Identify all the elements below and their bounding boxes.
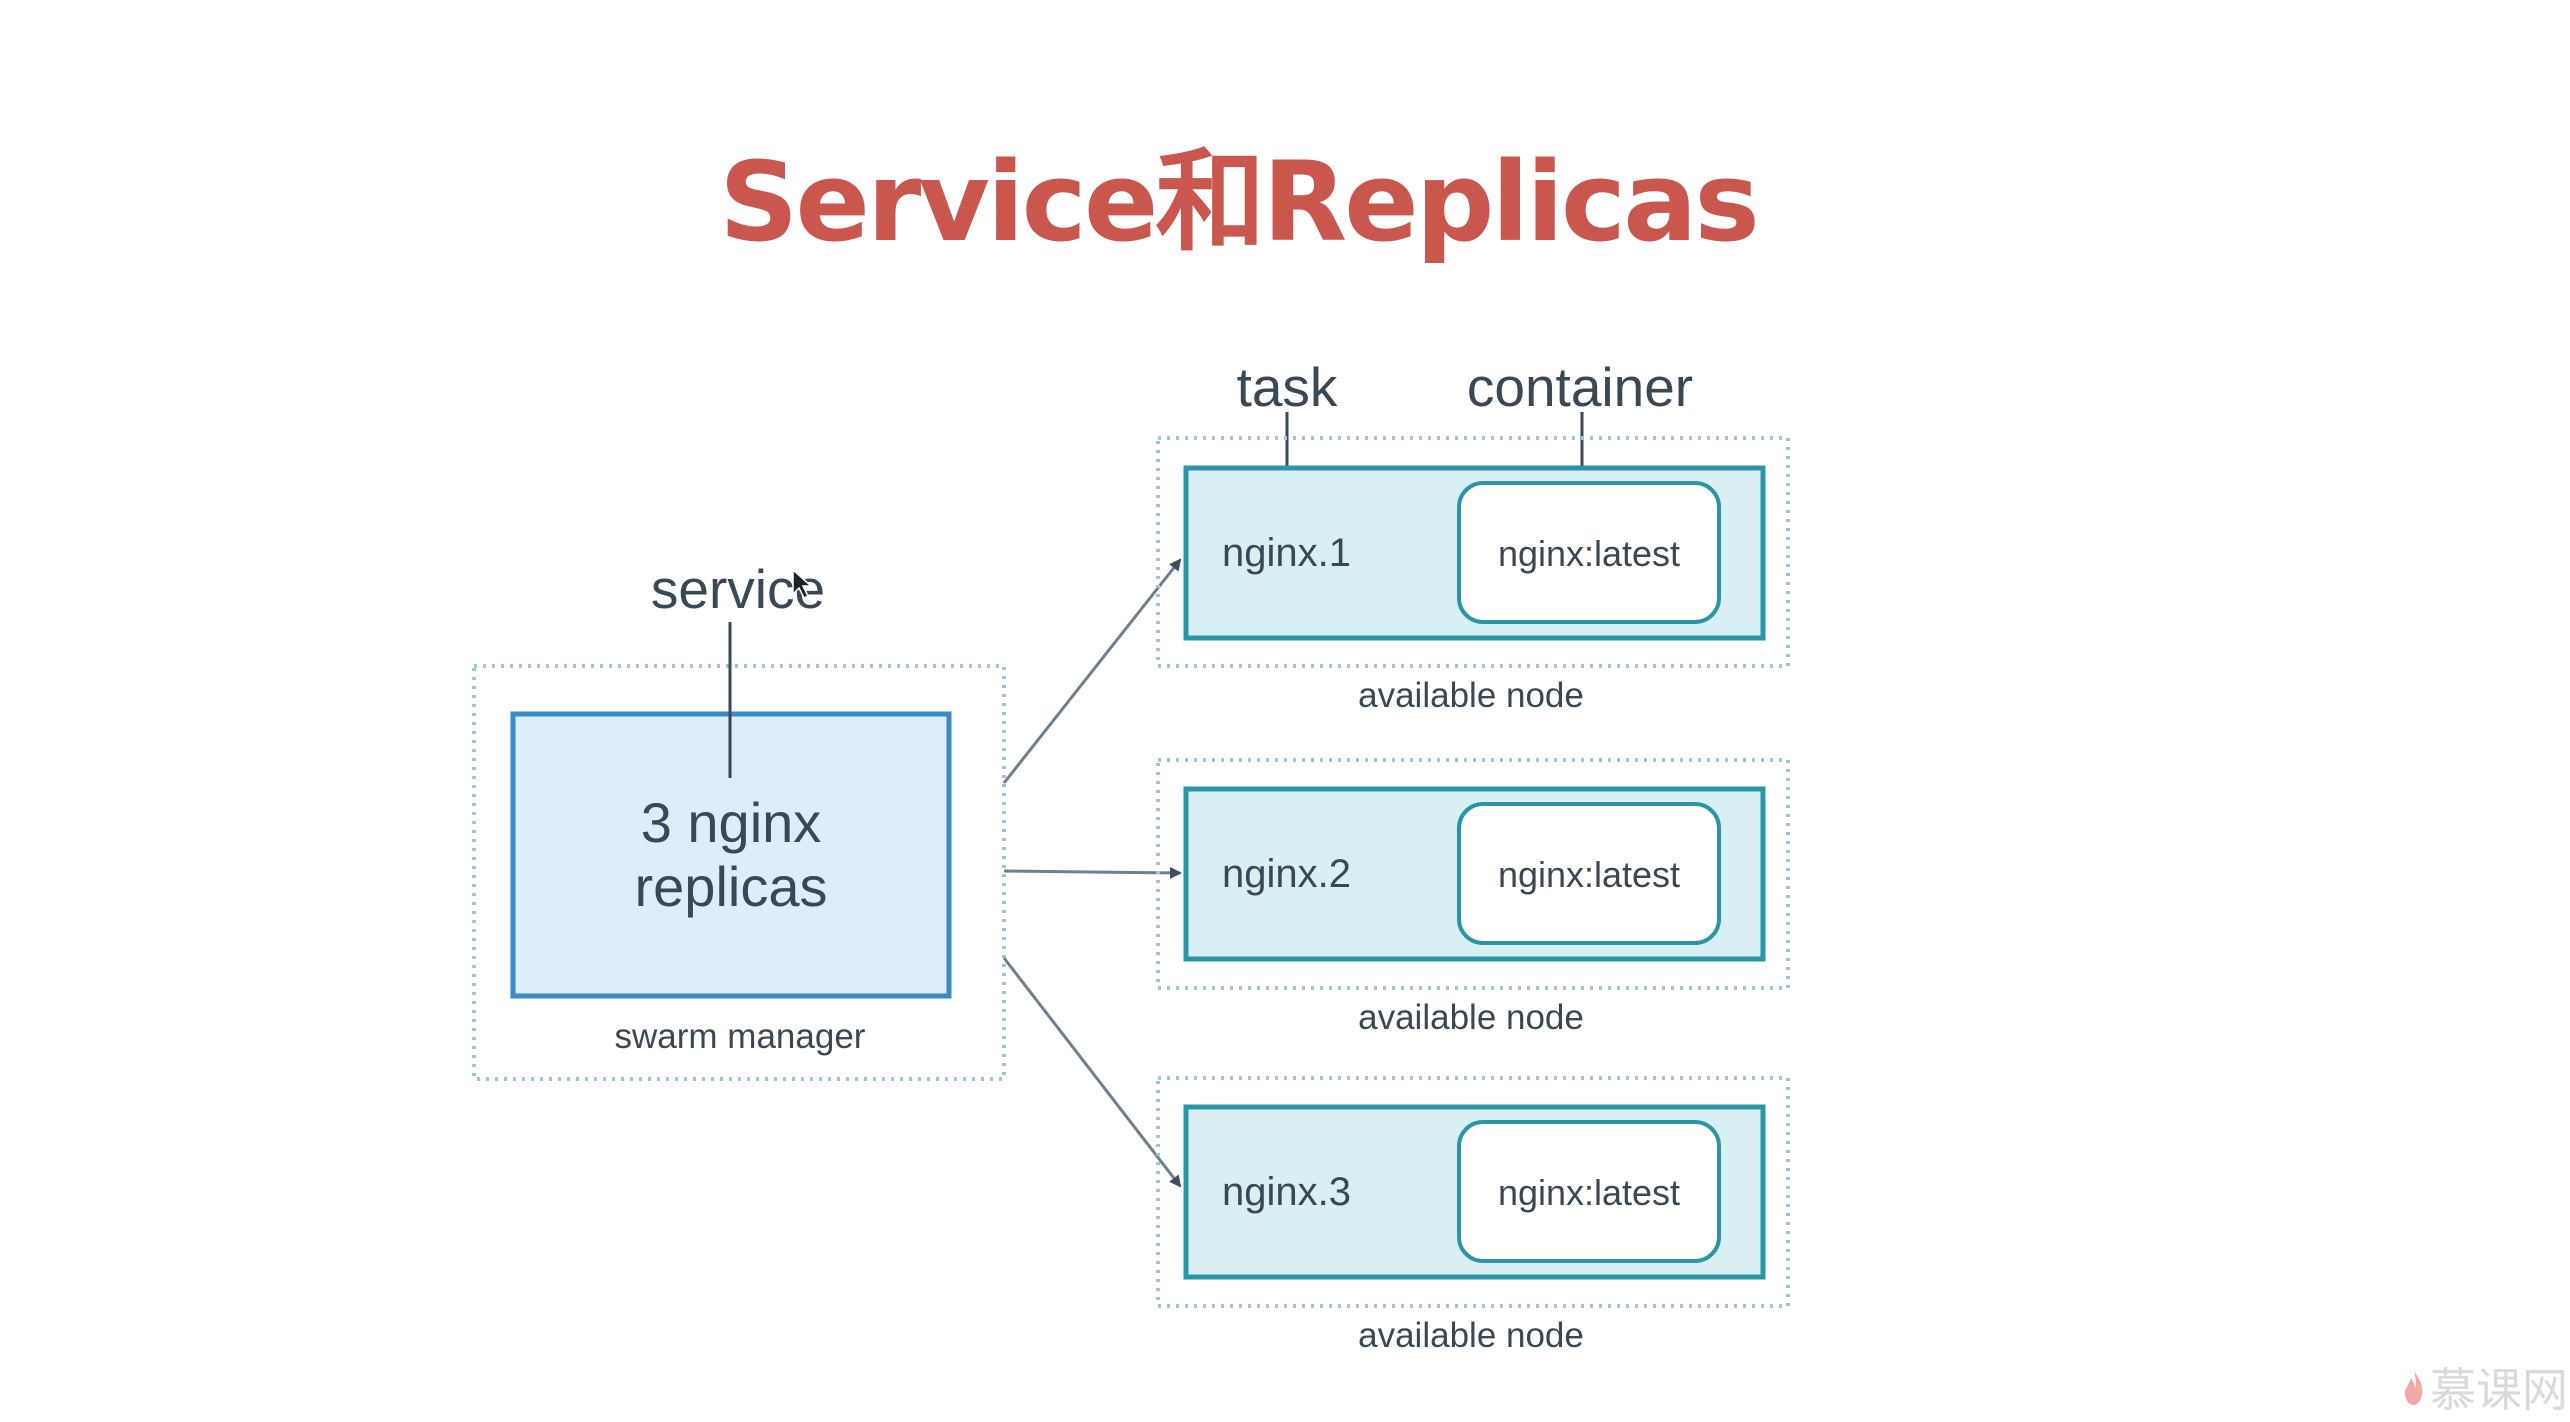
watermark-logo: 慕课网 [2402,1354,2568,1420]
container-box [1457,802,1721,945]
swarm-manager-dotted-border [472,664,1006,1081]
container-image: nginx:latest [1498,533,1680,574]
node-caption: available node [1358,1316,1584,1355]
available-node-1: nginx.1 nginx:latest available node [1156,436,1790,715]
flame-icon [2405,1369,2423,1405]
node-dotted-border [1156,1076,1790,1308]
task-name: nginx.3 [1222,1170,1351,1214]
arrow-to-node-3 [1002,957,1182,1188]
watermark-text: 慕课网 [2430,1363,2568,1417]
arrow-to-node-2 [1003,866,1182,879]
task-name: nginx.2 [1222,852,1351,896]
service-box-line2: replicas [635,855,828,918]
node-caption: available node [1358,998,1584,1037]
arrow-to-node-1 [1002,558,1182,784]
node-caption: available node [1358,676,1584,715]
swarm-manager-caption: swarm manager [615,1017,866,1056]
mouse-cursor-icon [792,568,813,600]
slide-title: Service和Replicas [719,138,1760,266]
node-annotations: task container [1237,356,1693,510]
available-node-2: nginx.2 nginx:latest available node [1156,758,1790,1037]
container-image: nginx:latest [1498,1172,1680,1213]
container-label: container [1467,356,1693,418]
service-box-line1: 3 nginx [641,791,822,854]
node-dotted-border [1156,436,1790,668]
container-box [1457,481,1721,624]
container-image: nginx:latest [1498,854,1680,895]
task-label: task [1237,356,1338,418]
task-name: nginx.1 [1222,531,1351,575]
dispatch-arrows [1002,558,1182,1188]
swarm-manager: service 3 nginx replicas swarm manager [472,558,1006,1081]
available-node-3: nginx.3 nginx:latest available node [1156,1076,1790,1355]
node-dotted-border [1156,758,1790,990]
container-box [1457,1120,1721,1263]
